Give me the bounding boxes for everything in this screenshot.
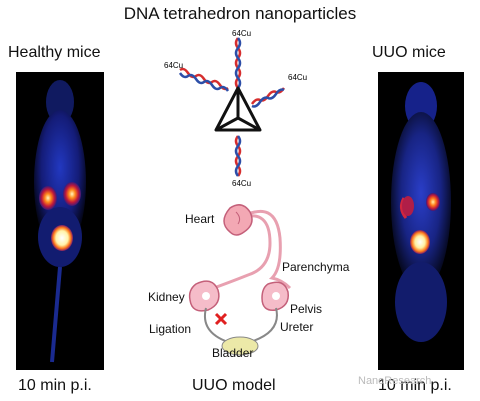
uuo-mouse-pet-image — [378, 72, 464, 370]
label-parenchyma: Parenchyma — [282, 260, 350, 274]
isotope-label-top: 64Cu — [232, 29, 251, 38]
label-kidney: Kidney — [148, 290, 185, 304]
right-kidney — [261, 281, 289, 311]
healthy-mouse-pet-image — [16, 72, 104, 370]
label-pelvis: Pelvis — [290, 302, 323, 316]
uuo-mice-heading: UUO mice — [372, 44, 446, 61]
uuo-model-diagram — [188, 204, 292, 356]
heart-organ — [223, 204, 253, 236]
label-bladder: Bladder — [212, 346, 254, 360]
isotope-label-left: 64Cu — [164, 61, 183, 70]
bladder-organ — [221, 336, 259, 356]
label-ureter: Ureter — [280, 320, 314, 334]
healthy-mice-time: 10 min p.i. — [18, 377, 92, 394]
healthy-mice-heading: Healthy mice — [8, 44, 101, 61]
left-kidney — [188, 280, 220, 312]
label-ligation: Ligation — [149, 322, 192, 336]
figure-title: DNA tetrahedron nanoparticles — [123, 4, 357, 23]
ligation-mark — [214, 312, 228, 326]
uuo-mice-time: 10 min p.i. — [378, 377, 452, 394]
tetrahedron-shape — [214, 86, 262, 132]
dna-strand-right — [250, 87, 286, 108]
dna-strand-left — [178, 67, 230, 92]
label-heart: Heart — [185, 212, 215, 226]
isotope-label-right: 64Cu — [288, 73, 307, 82]
watermark: NanoResearch — [358, 375, 432, 387]
dna-strand-top — [234, 37, 242, 89]
dna-strand-bottom — [234, 135, 242, 177]
uuo-model-caption: UUO model — [192, 377, 276, 394]
isotope-label-bottom: 64Cu — [232, 179, 251, 188]
dna-tetrahedron-diagram: 64Cu 64Cu 64Cu 64Cu — [164, 29, 307, 188]
